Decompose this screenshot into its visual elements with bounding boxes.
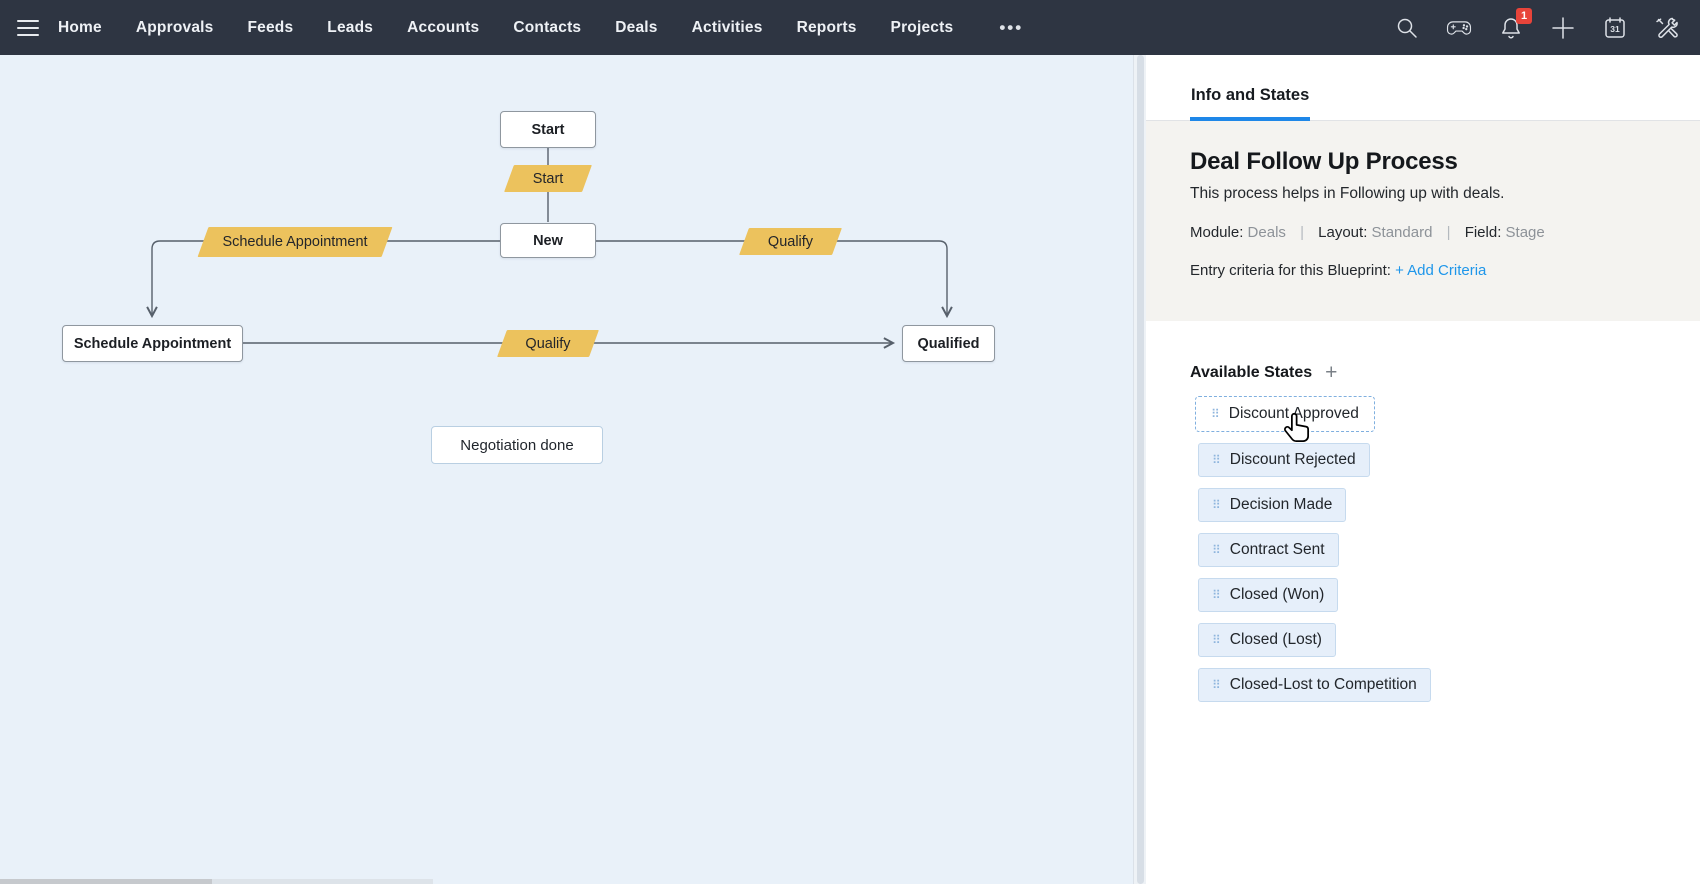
nav-item-contacts[interactable]: Contacts [513, 18, 582, 36]
state-chip-label: Closed (Lost) [1229, 631, 1322, 648]
horizontal-scrollbar-thumb[interactable] [0, 879, 212, 884]
nav-item-approvals[interactable]: Approvals [135, 18, 214, 36]
state-chip-label: Closed (Won) [1229, 586, 1325, 603]
navbar-actions: 1 31 [1394, 7, 1700, 41]
drag-handle-icon[interactable]: ⠿ [1212, 588, 1221, 602]
nav-item-home[interactable]: Home [58, 18, 102, 36]
calendar-icon[interactable]: 31 [1602, 15, 1628, 41]
module-value: Deals [1247, 224, 1286, 241]
state-chip-discount-approved[interactable]: ⠿ Discount Approved [1195, 396, 1375, 432]
module-label: Module: [1190, 224, 1244, 241]
available-states-section: Available States + ⠿ Discount Approved ⠿… [1146, 321, 1700, 702]
state-chip-closed-lost[interactable]: ⠿ Closed (Lost) [1198, 623, 1336, 657]
state-node-new[interactable]: New [500, 223, 596, 258]
state-node-start[interactable]: Start [500, 111, 596, 148]
state-node-qualified[interactable]: Qualified [902, 325, 995, 362]
notifications-bell-icon[interactable]: 1 [1498, 7, 1532, 41]
games-icon[interactable] [1446, 15, 1472, 41]
drag-handle-icon[interactable]: ⠿ [1212, 453, 1221, 467]
layout-value: Standard [1371, 224, 1433, 241]
state-chip-label: Discount Rejected [1229, 451, 1356, 468]
process-description: This process helps in Following up with … [1190, 185, 1505, 202]
main-nav: Home Approvals Feeds Leads Accounts Cont… [58, 18, 1023, 38]
notification-badge: 1 [1516, 7, 1532, 24]
nav-item-feeds[interactable]: Feeds [247, 18, 294, 36]
nav-item-deals[interactable]: Deals [615, 18, 658, 36]
tab-info-and-states[interactable]: Info and States [1190, 86, 1311, 121]
process-info-section: Deal Follow Up Process This process help… [1146, 121, 1700, 321]
state-chip-label: Closed-Lost to Competition [1229, 676, 1417, 693]
add-plus-icon[interactable] [1550, 15, 1576, 41]
available-states-heading: Available States [1190, 363, 1313, 381]
process-title: Deal Follow Up Process [1190, 148, 1458, 175]
state-chip-label: Contract Sent [1229, 541, 1325, 558]
top-navbar: Home Approvals Feeds Leads Accounts Cont… [0, 0, 1700, 55]
state-chip-decision-made[interactable]: ⠿ Decision Made [1198, 488, 1347, 522]
vertical-scrollbar-thumb[interactable] [1137, 55, 1144, 884]
meta-separator: | [1446, 224, 1451, 241]
info-states-panel: Info and States Deal Follow Up Process T… [1146, 55, 1700, 884]
layout-label: Layout: [1318, 224, 1368, 241]
nav-item-projects[interactable]: Projects [890, 18, 954, 36]
field-label: Field: [1464, 224, 1502, 241]
transition-schedule-appointment[interactable]: Schedule Appointment [197, 227, 393, 257]
state-chip-label: Discount Approved [1228, 405, 1359, 422]
blueprint-canvas[interactable]: Start New Schedule Appointment Qualified… [0, 55, 1133, 884]
hamburger-menu-icon[interactable] [17, 19, 39, 36]
panel-tab-bar: Info and States [1146, 55, 1700, 121]
setup-tools-icon[interactable] [1654, 15, 1680, 41]
state-chip-label: Decision Made [1229, 496, 1333, 513]
state-chip-contract-sent[interactable]: ⠿ Contract Sent [1198, 533, 1339, 567]
drag-handle-icon[interactable]: ⠿ [1212, 543, 1221, 557]
add-state-plus-icon[interactable]: + [1325, 361, 1338, 384]
state-node-schedule-appointment[interactable]: Schedule Appointment [62, 325, 243, 362]
state-chip-discount-rejected[interactable]: ⠿ Discount Rejected [1198, 443, 1370, 477]
nav-item-leads[interactable]: Leads [327, 18, 374, 36]
horizontal-scrollbar-track [0, 879, 433, 884]
nav-item-reports[interactable]: Reports [796, 18, 857, 36]
state-node-negotiation-done[interactable]: Negotiation done [431, 426, 603, 464]
transition-qualify-mid[interactable]: Qualify [497, 330, 599, 357]
search-icon[interactable] [1394, 15, 1420, 41]
drag-handle-icon[interactable]: ⠿ [1211, 407, 1220, 421]
entry-criteria-row: Entry criteria for this Blueprint: + Add… [1190, 262, 1656, 279]
transition-start[interactable]: Start [504, 165, 592, 192]
state-chip-closed-lost-to-competition[interactable]: ⠿ Closed-Lost to Competition [1198, 668, 1431, 702]
field-value: Stage [1505, 224, 1545, 241]
drag-handle-icon[interactable]: ⠿ [1212, 678, 1221, 692]
entry-criteria-label: Entry criteria for this Blueprint: [1190, 262, 1391, 279]
vertical-scrollbar[interactable] [1133, 55, 1146, 884]
nav-item-accounts[interactable]: Accounts [407, 18, 480, 36]
process-meta: Module: Deals | Layout: Standard | Field… [1190, 224, 1656, 241]
meta-separator: | [1300, 224, 1304, 241]
drag-handle-icon[interactable]: ⠿ [1212, 633, 1221, 647]
available-states-list: ⠿ Discount Approved ⠿ Discount Rejected … [1195, 396, 1656, 702]
calendar-day-label: 31 [1610, 23, 1620, 34]
transition-qualify-top[interactable]: Qualify [739, 228, 842, 255]
nav-overflow-icon[interactable]: ••• [999, 17, 1024, 37]
nav-item-activities[interactable]: Activities [691, 18, 763, 36]
drag-handle-icon[interactable]: ⠿ [1212, 498, 1221, 512]
state-chip-closed-won[interactable]: ⠿ Closed (Won) [1198, 578, 1339, 612]
add-criteria-link[interactable]: + Add Criteria [1395, 262, 1487, 279]
